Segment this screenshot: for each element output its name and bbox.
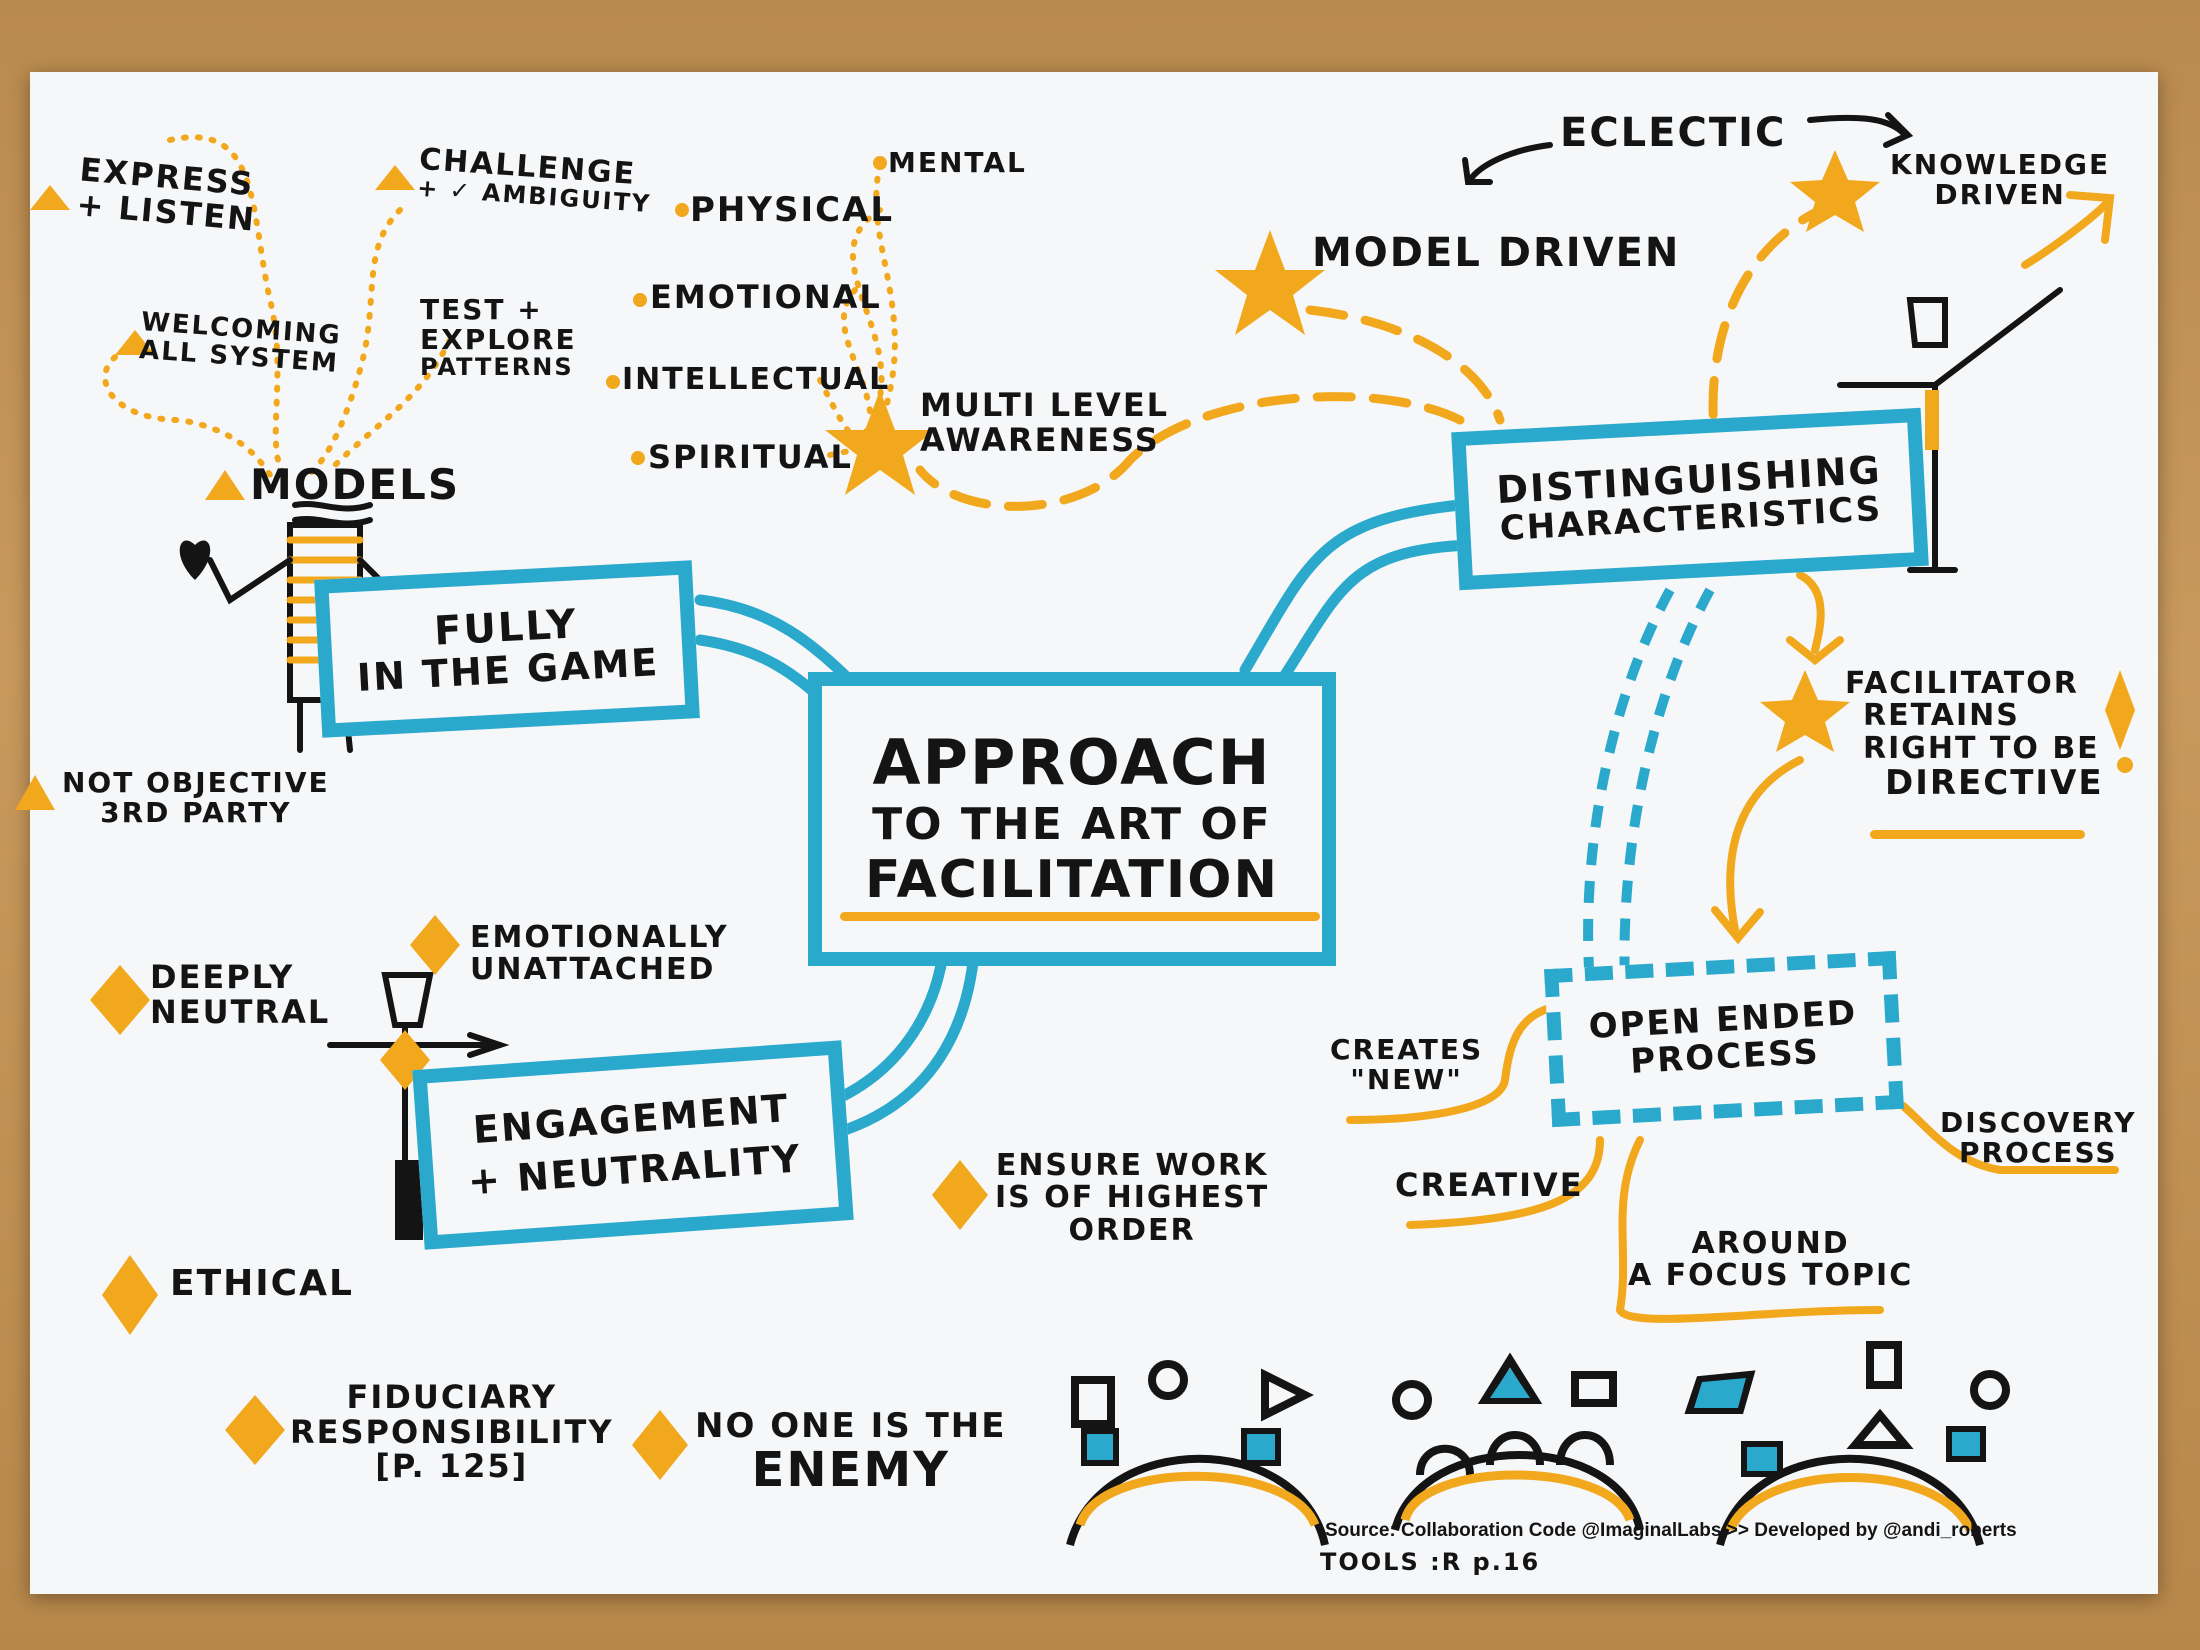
enemy-line-1: NO ONE IS THE	[695, 1406, 1007, 1446]
title-underline	[840, 912, 1320, 921]
awareness-mental: MENTAL	[888, 146, 1027, 179]
express-listen: EXPRESS + LISTEN	[75, 150, 260, 238]
not-objective: NOT OBJECTIVE 3RD PARTY	[62, 766, 330, 830]
knowledge-driven: KNOWLEDGE DRIVEN	[1890, 148, 2111, 212]
enemy-line-2: ENEMY	[751, 1441, 950, 1498]
creates-line-2: "NEW"	[1350, 1063, 1463, 1097]
emotionally-line-1: EMOTIONALLY	[470, 920, 729, 955]
open-line-2: PROCESS	[1629, 1032, 1821, 1082]
branch-distinguishing-characteristics: DISTINGUISHING CHARACTERISTICS	[1451, 407, 1929, 591]
multi-line-1: MULTI LEVEL	[920, 386, 1170, 424]
title-box: APPROACH TO THE ART OF FACILITATION	[808, 672, 1336, 966]
creates-new: CREATES "NEW"	[1330, 1033, 1484, 1097]
awareness-physical: PHYSICAL	[690, 190, 895, 230]
focus-line-1: AROUND	[1691, 1226, 1850, 1261]
deeply-line-2: NEUTRAL	[150, 992, 331, 1031]
around-focus-topic: AROUND A FOCUS TOPIC	[1628, 1226, 1914, 1294]
branch-engagement-neutrality: ENGAGEMENT + NEUTRALITY	[412, 1040, 854, 1250]
branch-fully-in-the-game: FULLY IN THE GAME	[314, 560, 700, 738]
knowledge-line-2: DRIVEN	[1934, 178, 2066, 212]
awareness-intellectual: INTELLECTUAL	[622, 362, 891, 397]
fiduciary-responsibility: FIDUCIARY RESPONSIBILITY [P. 125]	[290, 1380, 614, 1484]
facilitator-directive: FACILITATOR RETAINS RIGHT TO BE DIRECTIV…	[1845, 666, 2104, 804]
title-line-2: TO THE ART OF	[872, 798, 1272, 850]
directive-underline	[1870, 830, 2085, 839]
creative-label: CREATIVE	[1395, 1166, 1584, 1204]
tools-reference: TOOLS :R p.16	[1320, 1548, 1541, 1576]
test-line-3: PATTERNS	[420, 353, 574, 382]
multi-line-2: AWARENESS	[920, 420, 1160, 459]
test-explore-patterns: TEST + EXPLORE PATTERNS	[420, 293, 577, 382]
ensure-line-2: IS OF HIGHEST	[995, 1180, 1270, 1216]
facilitator-line-3: RIGHT TO BE	[1863, 730, 2100, 766]
facilitator-line-2: RETAINS	[1863, 698, 2020, 734]
test-line-1: TEST +	[420, 293, 543, 326]
deeply-neutral: DEEPLY NEUTRAL	[150, 960, 330, 1029]
ensure-highest-order: ENSURE WORK IS OF HIGHEST ORDER	[995, 1148, 1270, 1248]
ensure-line-3: ORDER	[1068, 1212, 1196, 1248]
ethical-label: ETHICAL	[170, 1263, 354, 1304]
facilitator-line-1: FACILITATOR	[1845, 666, 2079, 701]
deeply-line-1: DEEPLY	[150, 958, 295, 996]
ensure-line-1: ENSURE WORK	[995, 1148, 1269, 1183]
emotionally-line-2: UNATTACHED	[470, 952, 716, 988]
models-label: MODELS	[250, 460, 461, 509]
discovery-process: DISCOVERY PROCESS	[1940, 1106, 2137, 1170]
discovery-line-1: DISCOVERY	[1940, 1106, 2137, 1139]
test-line-2: EXPLORE	[420, 323, 577, 357]
source-credit: Source: Collaboration Code @ImaginalLabs…	[1325, 1520, 2017, 1541]
facilitator-line-4: DIRECTIVE	[1885, 763, 2104, 804]
not-objective-line-2: 3RD PARTY	[100, 796, 292, 830]
knowledge-line-1: KNOWLEDGE	[1890, 148, 2111, 181]
eclectic-label: ECLECTIC	[1560, 110, 1787, 156]
emotionally-unattached: EMOTIONALLY UNATTACHED	[470, 920, 729, 988]
no-one-enemy: NO ONE IS THE ENEMY	[695, 1408, 1006, 1497]
fully-line-2: IN THE GAME	[355, 640, 661, 700]
awareness-emotional: EMOTIONAL	[650, 278, 882, 316]
creates-line-1: CREATES	[1330, 1033, 1484, 1066]
fiduciary-line-3: [P. 125]	[375, 1447, 529, 1486]
title-line-3: FACILITATION	[865, 850, 1279, 911]
fiduciary-line-2: RESPONSIBILITY	[290, 1412, 614, 1451]
focus-line-2: A FOCUS TOPIC	[1628, 1258, 1914, 1294]
multi-level-awareness: MULTI LEVEL AWARENESS	[920, 388, 1169, 457]
model-driven-label: MODEL DRIVEN	[1312, 230, 1681, 276]
branch-open-ended-process: OPEN ENDED PROCESS	[1544, 950, 1904, 1128]
title-line-1: APPROACH	[872, 725, 1272, 799]
fiduciary-line-1: FIDUCIARY	[346, 1378, 558, 1416]
not-objective-line-1: NOT OBJECTIVE	[62, 766, 330, 799]
discovery-line-2: PROCESS	[1958, 1136, 2118, 1170]
awareness-spiritual: SPIRITUAL	[648, 438, 853, 476]
